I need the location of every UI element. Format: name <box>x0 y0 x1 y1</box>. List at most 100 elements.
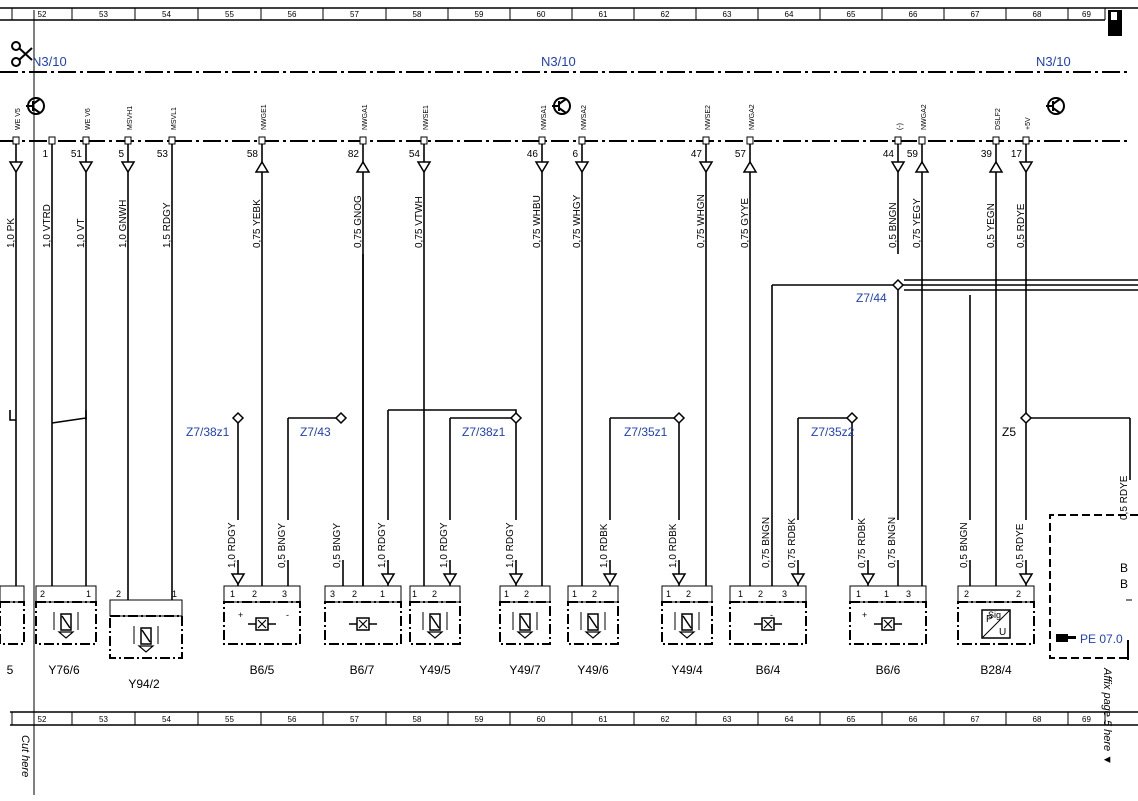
pin-number: 1 <box>42 149 48 160</box>
grid-col-label: 62 <box>661 715 670 724</box>
junction-node-icon <box>891 278 905 292</box>
connector-box-right: B B PE 07.0 <box>1049 514 1138 660</box>
component-pin-number: 3 <box>782 589 787 599</box>
wire-label: 1,0 RDGY <box>439 522 450 568</box>
pin-signal: NWGA2 <box>921 104 928 130</box>
wire-label: 1,0 RDBK <box>668 523 679 568</box>
wire-label: 0,5 RDYE <box>1119 475 1130 520</box>
grid-col-label: 58 <box>413 10 422 19</box>
wire-label: 0,5 RDYE <box>1016 203 1027 248</box>
box-line: B <box>1120 561 1128 575</box>
wire-label: 0,5 RDYE <box>1015 523 1026 568</box>
junction-node-icon <box>845 411 859 425</box>
grid-col-label: 60 <box>537 715 546 724</box>
grid-col-label: 59 <box>475 715 484 724</box>
pin-number: 6 <box>572 149 578 160</box>
direction-arrow-icon <box>671 573 687 586</box>
component-pin-number: 2 <box>432 589 437 599</box>
grid-col-label: 53 <box>99 715 108 724</box>
grid-col-label: 66 <box>909 10 918 19</box>
component-pin-number: 1 <box>380 589 385 599</box>
wire-label: 1,0 RDGY <box>227 522 238 568</box>
controller-pin: WE V6 51 1,0 VT <box>71 108 94 420</box>
pin-signal: NWSA1 <box>541 105 548 130</box>
grid-col-label: 68 <box>1033 10 1042 19</box>
junction-label: Z7/38z1 <box>462 425 506 439</box>
component-pin-number: 2 <box>1016 589 1021 599</box>
symbol-label: U <box>999 627 1006 638</box>
pin-signal: WE V6 <box>85 108 92 130</box>
controller-label: N3/10 <box>32 54 67 69</box>
wire-label: 0,75 WHBU <box>532 195 543 248</box>
component-pin-number: 1 <box>172 589 177 599</box>
wire-label: 0,75 BNGN <box>761 517 772 568</box>
wire-label: 1,5 RDGY <box>162 202 173 248</box>
wire-label: 0,75 RDBK <box>787 518 798 568</box>
component: Y49/6 <box>567 585 619 677</box>
pin-number: 51 <box>71 149 83 160</box>
component: B6/4 <box>729 585 807 677</box>
junction-label: Z7/35z2 <box>811 425 855 439</box>
pin-number: 59 <box>907 149 919 160</box>
grid-col-label: 54 <box>162 10 171 19</box>
junction-node-icon <box>672 411 686 425</box>
pin-number: 82 <box>348 149 360 160</box>
box-line: B <box>1120 577 1128 591</box>
pin-signal: +5V <box>1025 117 1032 130</box>
symbol-label: P <box>986 614 993 625</box>
grid-col-label: 61 <box>599 715 608 724</box>
pin-number: 44 <box>883 149 895 160</box>
pin-number: 58 <box>247 149 259 160</box>
pin-signal: NWSA2 <box>581 105 588 130</box>
component: B6/6 <box>849 585 927 677</box>
pin-signal: (-) <box>897 123 904 130</box>
pin-number: 57 <box>735 149 747 160</box>
controller-pin: WE V51,0 PK <box>6 108 24 420</box>
direction-arrow-icon <box>230 573 246 586</box>
wire-label: 1,0 RDGY <box>505 522 516 568</box>
wire-label: 0,75 RDBK <box>857 518 868 568</box>
page-reference: PE 07.0 <box>1080 632 1123 646</box>
wire-label: 0,75 VTWH <box>414 196 425 248</box>
grid-col-label: 59 <box>475 10 484 19</box>
grid-col-label: 69 <box>1082 715 1091 724</box>
component-pin-number: 1 <box>856 589 861 599</box>
controller-pins: WE V51,0 PK 1 1,0 VTRD WE V6 51 1,0 VT MSVH151… <box>6 104 1034 420</box>
wire-label: 1,0 RDGY <box>377 522 388 568</box>
component-label: B6/6 <box>876 663 901 677</box>
component-pin-number: 2 <box>592 589 597 599</box>
component-label: Y94/2 <box>128 677 160 691</box>
component-pin-number: 2 <box>40 589 45 599</box>
pin-signal: NWSE2 <box>705 105 712 130</box>
component-pin-number: 3 <box>282 589 287 599</box>
direction-arrow-icon <box>988 160 1004 173</box>
component: Y94/2 <box>109 599 183 691</box>
direction-arrow-icon <box>1018 573 1034 586</box>
junction-node-icon <box>231 411 245 425</box>
pin-sign: + <box>238 610 243 620</box>
direction-arrow-icon <box>508 573 524 586</box>
grid-col-label: 55 <box>225 715 234 724</box>
component-pin-number: 1 <box>412 589 417 599</box>
wire-label: 0,5 YEGN <box>986 203 997 248</box>
wire-label: 0,75 GYYE <box>740 198 751 248</box>
component-label: Y49/4 <box>671 663 703 677</box>
pin-number: 46 <box>527 149 539 160</box>
controller-label: N3/10 <box>541 54 576 69</box>
grid-col-label: 55 <box>225 10 234 19</box>
wire-label: 1,0 VTRD <box>42 204 53 248</box>
component-pin-number: 2 <box>352 589 357 599</box>
wire-label: 1,0 VT <box>76 219 87 248</box>
grid-col-label: 57 <box>350 10 359 19</box>
component-pin-number: 2 <box>116 589 121 599</box>
direction-arrow-icon <box>698 161 714 174</box>
